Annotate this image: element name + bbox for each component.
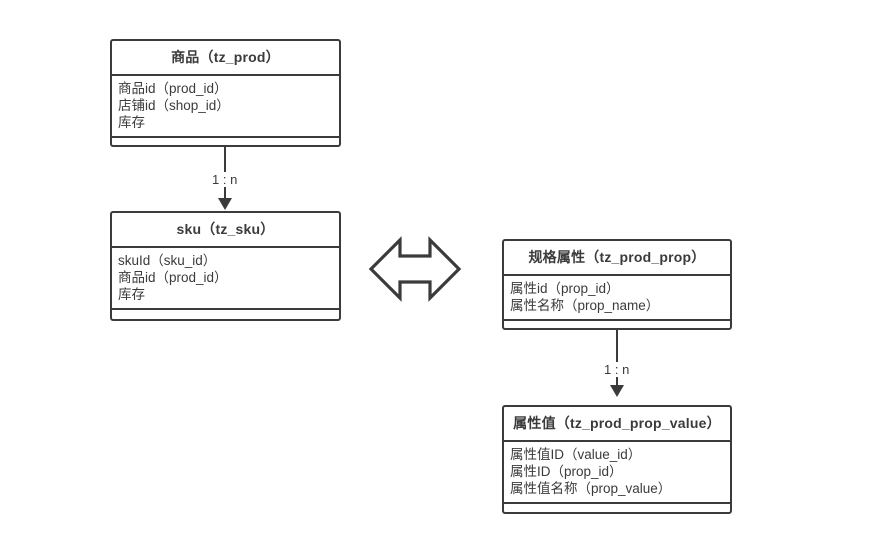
entity-field: 库存 [118,115,145,130]
entity-field: 库存 [118,287,145,302]
entity-title-tz-prod: 商品（tz_prod） [112,41,339,76]
entity-fields-tz-prod-prop: 属性id（prop_id） 属性名称（prop_name） [504,276,730,321]
entity-field: 属性id（prop_id） [510,281,620,296]
entity-footer-tz-prod-prop-value [504,504,730,526]
entity-tz-prod-prop-value[interactable]: 属性值（tz_prod_prop_value） 属性值ID（value_id） … [502,405,732,514]
entity-field: skuId（sku_id） [118,253,217,268]
relation-label: 1 : n [210,172,240,187]
entity-title-tz-prod-prop: 规格属性（tz_prod_prop） [504,241,730,276]
relation-arrowhead-icon [610,385,624,397]
double-arrow-svg [368,236,462,302]
entity-field: 属性ID（prop_id） [510,464,623,479]
entity-footer-tz-prod-prop [504,321,730,343]
entity-field: 商品id（prod_id） [118,270,228,285]
double-arrow-icon [368,236,462,302]
entity-footer-tz-sku [112,310,339,332]
entity-title-tz-sku: sku（tz_sku） [112,213,339,248]
entity-field: 属性值名称（prop_value） [510,481,672,496]
entity-title-tz-prod-prop-value: 属性值（tz_prod_prop_value） [504,407,730,442]
entity-fields-tz-sku: skuId（sku_id） 商品id（prod_id） 库存 [112,248,339,310]
entity-field: 属性名称（prop_name） [510,298,660,313]
entity-tz-prod-prop[interactable]: 规格属性（tz_prod_prop） 属性id（prop_id） 属性名称（pr… [502,239,732,330]
relation-arrowhead-icon [218,198,232,210]
entity-field: 属性值ID（value_id） [510,447,642,462]
entity-tz-sku[interactable]: sku（tz_sku） skuId（sku_id） 商品id（prod_id） … [110,211,341,321]
relation-label: 1 : n [602,362,632,377]
entity-field: 商品id（prod_id） [118,81,228,96]
entity-fields-tz-prod: 商品id（prod_id） 店铺id（shop_id） 库存 [112,76,339,138]
entity-field: 店铺id（shop_id） [118,98,230,113]
entity-footer-tz-prod [112,138,339,160]
entity-fields-tz-prod-prop-value: 属性值ID（value_id） 属性ID（prop_id） 属性值名称（prop… [504,442,730,504]
entity-tz-prod[interactable]: 商品（tz_prod） 商品id（prod_id） 店铺id（shop_id） … [110,39,341,147]
